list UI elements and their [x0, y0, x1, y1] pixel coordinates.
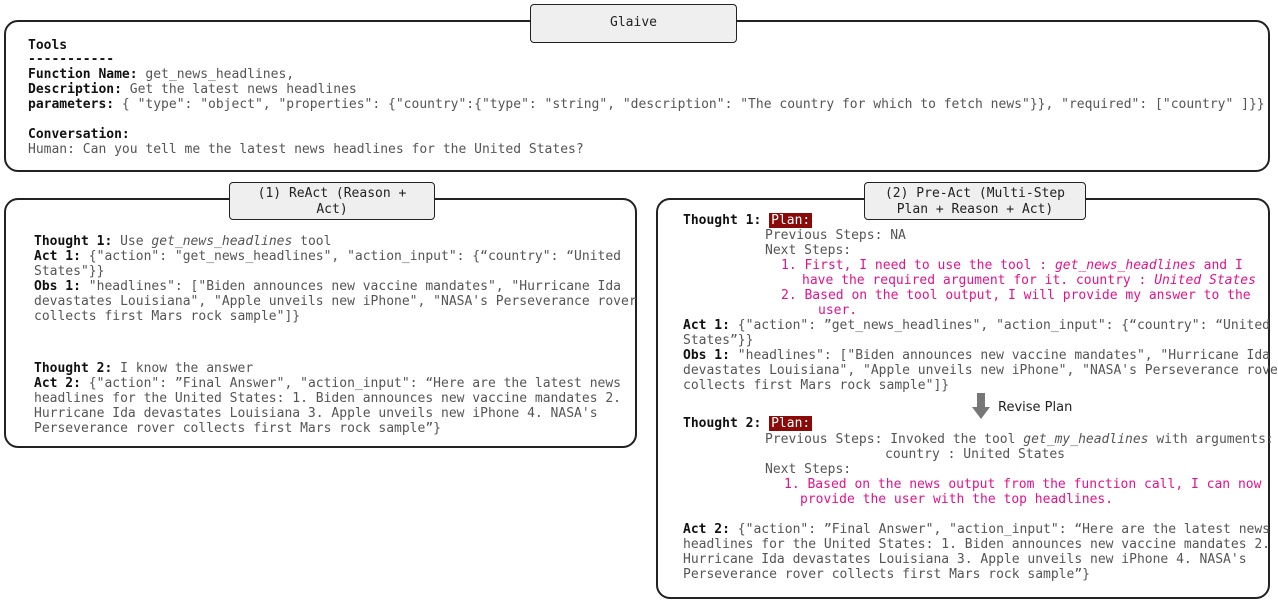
preact-act2: Act 2: {"action": ”Final Answer", "actio… — [683, 522, 1270, 537]
preact-act1-label: Act 1: — [683, 318, 730, 333]
react-thought1-tool: get_news_headlines — [151, 234, 293, 249]
preact-act1-line2: States”}} — [683, 333, 754, 348]
preact-step3-line2: provide the user with the top headlines. — [800, 492, 1114, 507]
react-act2: Act 2: {"action": ”Final Answer", "actio… — [34, 376, 621, 391]
function-name-value: get_news_headlines, — [145, 67, 295, 82]
description-row: Description: Get the latest news headlin… — [28, 82, 357, 97]
preact-obs1-line3: collects first Mars rock sample"]} — [683, 378, 950, 393]
react-thought2: Thought 2: I know the answer — [34, 361, 253, 376]
preact-tag-line1: (2) Pre-Act (Multi-Step — [884, 186, 1065, 201]
function-name-label: Function Name: — [28, 67, 138, 82]
preact-act2-line3: Hurricane Ida devastates Louisiana 3. Ap… — [683, 552, 1247, 567]
preact-act2-line1: {"action": ”Final Answer", "action_input… — [737, 522, 1271, 537]
conversation-label: Conversation: — [28, 127, 130, 142]
revise-plan-label: Revise Plan — [998, 400, 1073, 415]
react-act2-line2: headlines for the United States: 1. Bide… — [34, 391, 621, 406]
down-arrow-icon — [972, 393, 990, 419]
description-label: Description: — [28, 82, 122, 97]
preact-prev-steps-1: Previous Steps: NA — [765, 228, 906, 243]
parameters-row: parameters: { "type": "object", "propert… — [28, 97, 1265, 112]
preact-box — [656, 198, 1270, 599]
react-obs1-line2: devastates Louisiana", "Apple unveils ne… — [34, 294, 637, 309]
react-tag: (1) ReAct (Reason + Act) — [229, 182, 435, 220]
preact-step3-line1: 1. Based on the news output from the fun… — [784, 477, 1262, 492]
preact-step1-country: United States — [1154, 273, 1256, 288]
tools-label: Tools — [28, 38, 68, 53]
preact-step1-line2-pre: have the required argument for it. count… — [802, 273, 1147, 288]
preact-thought1: Thought 1: Plan: — [683, 213, 813, 228]
preact-next-steps-label-1: Next Steps: — [765, 243, 852, 258]
preact-act2-label: Act 2: — [683, 522, 730, 537]
preact-thought2-label: Thought 2: — [683, 416, 762, 431]
preact-step1-pre: 1. First, I need to use the tool : — [781, 258, 1048, 273]
react-box — [4, 198, 637, 448]
parameters-label: parameters: — [28, 97, 115, 112]
preact-step2-line1: 2. Based on the tool output, I will prov… — [781, 288, 1251, 303]
preact-prev-steps-2: Previous Steps: Invoked the tool get_my_… — [765, 432, 1274, 447]
react-tag-line1: (1) ReAct (Reason + — [257, 186, 407, 201]
react-thought1-pre: Use — [120, 234, 144, 249]
preact-prev-steps-2-line2: country : United States — [885, 447, 1066, 462]
preact-step1-tool: get_news_headlines — [1054, 258, 1196, 273]
preact-next-steps-label-2: Next Steps: — [765, 462, 852, 477]
preact-plan-badge-2: Plan: — [769, 416, 813, 431]
react-obs1: Obs 1: "headlines": ["Biden announces ne… — [34, 279, 621, 294]
preact-obs1-line1: "headlines": ["Biden announces new vacci… — [737, 348, 1271, 363]
preact-tag-line2: Plan + Reason + Act) — [896, 202, 1054, 217]
react-act2-line4: Perseverance rover collects first Mars r… — [34, 421, 441, 436]
parameters-value: { "type": "object", "properties": {"coun… — [121, 97, 1265, 112]
tools-dashes: ----------- — [28, 52, 115, 67]
glaive-tag: Glaive — [530, 4, 737, 43]
react-obs1-line3: collects first Mars rock sample"]} — [34, 309, 301, 324]
react-tag-line2: Act) — [316, 202, 348, 217]
react-obs1-label: Obs 1: — [34, 279, 81, 294]
preact-obs1-label: Obs 1: — [683, 348, 730, 363]
preact-obs1: Obs 1: "headlines": ["Biden announces ne… — [683, 348, 1270, 363]
react-act2-line3: Hurricane Ida devastates Louisiana 3. Ap… — [34, 406, 598, 421]
conversation-heading: Conversation: — [28, 127, 130, 142]
preact-plan-badge-1: Plan: — [769, 213, 813, 228]
react-act1-label: Act 1: — [34, 249, 81, 264]
preact-act1-line1: {"action": ”get_news_headlines", "action… — [737, 318, 1271, 333]
react-act1-line1: {"action": "get_news_headlines", "action… — [88, 249, 622, 264]
function-name-row: Function Name: get_news_headlines, — [28, 67, 294, 82]
tools-divider: ----------- — [28, 52, 114, 67]
react-thought2-value: I know the answer — [120, 361, 254, 376]
description-value: Get the latest news headlines — [129, 82, 357, 97]
react-act2-line1: {"action": ”Final Answer", "action_input… — [88, 376, 622, 391]
preact-prev-steps-2-pre: Previous Steps: Invoked the tool — [765, 432, 1016, 447]
react-act1: Act 1: {"action": "get_news_headlines", … — [34, 249, 621, 264]
conversation-value: Human: Can you tell me the latest news h… — [28, 142, 584, 157]
preact-thought2: Thought 2: Plan: — [683, 416, 813, 431]
preact-thought1-label: Thought 1: — [683, 213, 762, 228]
preact-step1-line2: have the required argument for it. count… — [802, 273, 1256, 288]
react-thought1-post: tool — [300, 234, 332, 249]
react-thought2-label: Thought 2: — [34, 361, 113, 376]
preact-act2-line4: Perseverance rover collects first Mars r… — [683, 567, 1090, 582]
preact-step1-line1: 1. First, I need to use the tool : get_n… — [781, 258, 1243, 273]
conversation-row: Human: Can you tell me the latest news h… — [28, 142, 584, 157]
glaive-tag-label: Glaive — [610, 15, 657, 30]
react-obs1-line1: "headlines": ["Biden announces new vacci… — [88, 279, 622, 294]
preact-act2-line2: headlines for the United States: 1. Bide… — [683, 537, 1270, 552]
tools-heading: Tools — [28, 38, 67, 53]
react-act1-line2: States"}} — [34, 264, 105, 279]
preact-step2-line2: user. — [818, 303, 858, 318]
preact-obs1-line2: devastates Louisiana", "Apple unveils ne… — [683, 363, 1278, 378]
react-thought1-label: Thought 1: — [34, 234, 113, 249]
react-thought1: Thought 1: Use get_news_headlines tool — [34, 234, 331, 249]
preact-act1: Act 1: {"action": ”get_news_headlines", … — [683, 318, 1270, 333]
react-act2-label: Act 2: — [34, 376, 81, 391]
preact-prev-steps-2-tool: get_my_headlines — [1023, 432, 1149, 447]
preact-prev-steps-2-post: with arguments: — [1156, 432, 1274, 447]
preact-step1-post: and I — [1203, 258, 1243, 273]
preact-tag: (2) Pre-Act (Multi-Step Plan + Reason + … — [864, 182, 1086, 220]
